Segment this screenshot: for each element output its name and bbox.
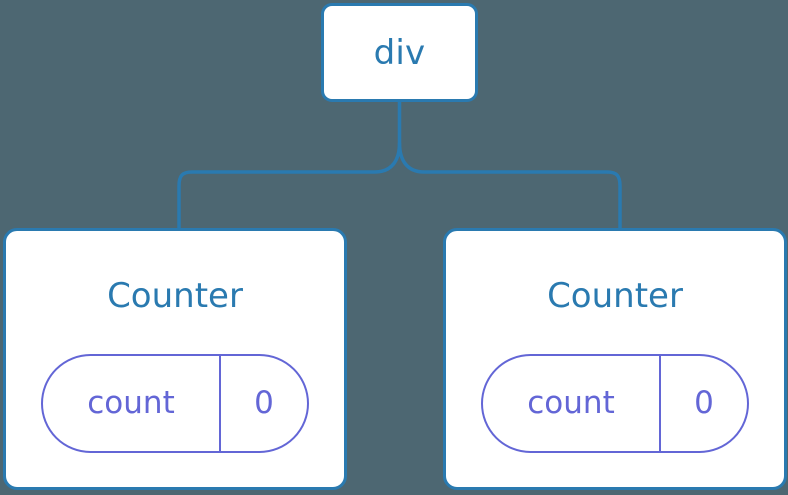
state-value-right: 0 (694, 385, 714, 421)
state-pill-left[interactable]: count 0 (41, 354, 309, 453)
node-counter-right[interactable]: Counter count 0 (443, 228, 787, 490)
state-key-right: count (483, 356, 661, 451)
node-counter-left[interactable]: Counter count 0 (3, 228, 347, 490)
node-div[interactable]: div (321, 3, 478, 102)
node-counter-left-label: Counter (107, 276, 243, 316)
state-pill-right[interactable]: count 0 (481, 354, 749, 453)
state-value-left: 0 (254, 385, 274, 421)
node-counter-right-label: Counter (547, 276, 683, 316)
node-div-label: div (373, 32, 426, 73)
connector-to-child-left (177, 142, 402, 228)
state-key-left: count (43, 356, 221, 451)
connector-to-child-right (397, 142, 622, 228)
